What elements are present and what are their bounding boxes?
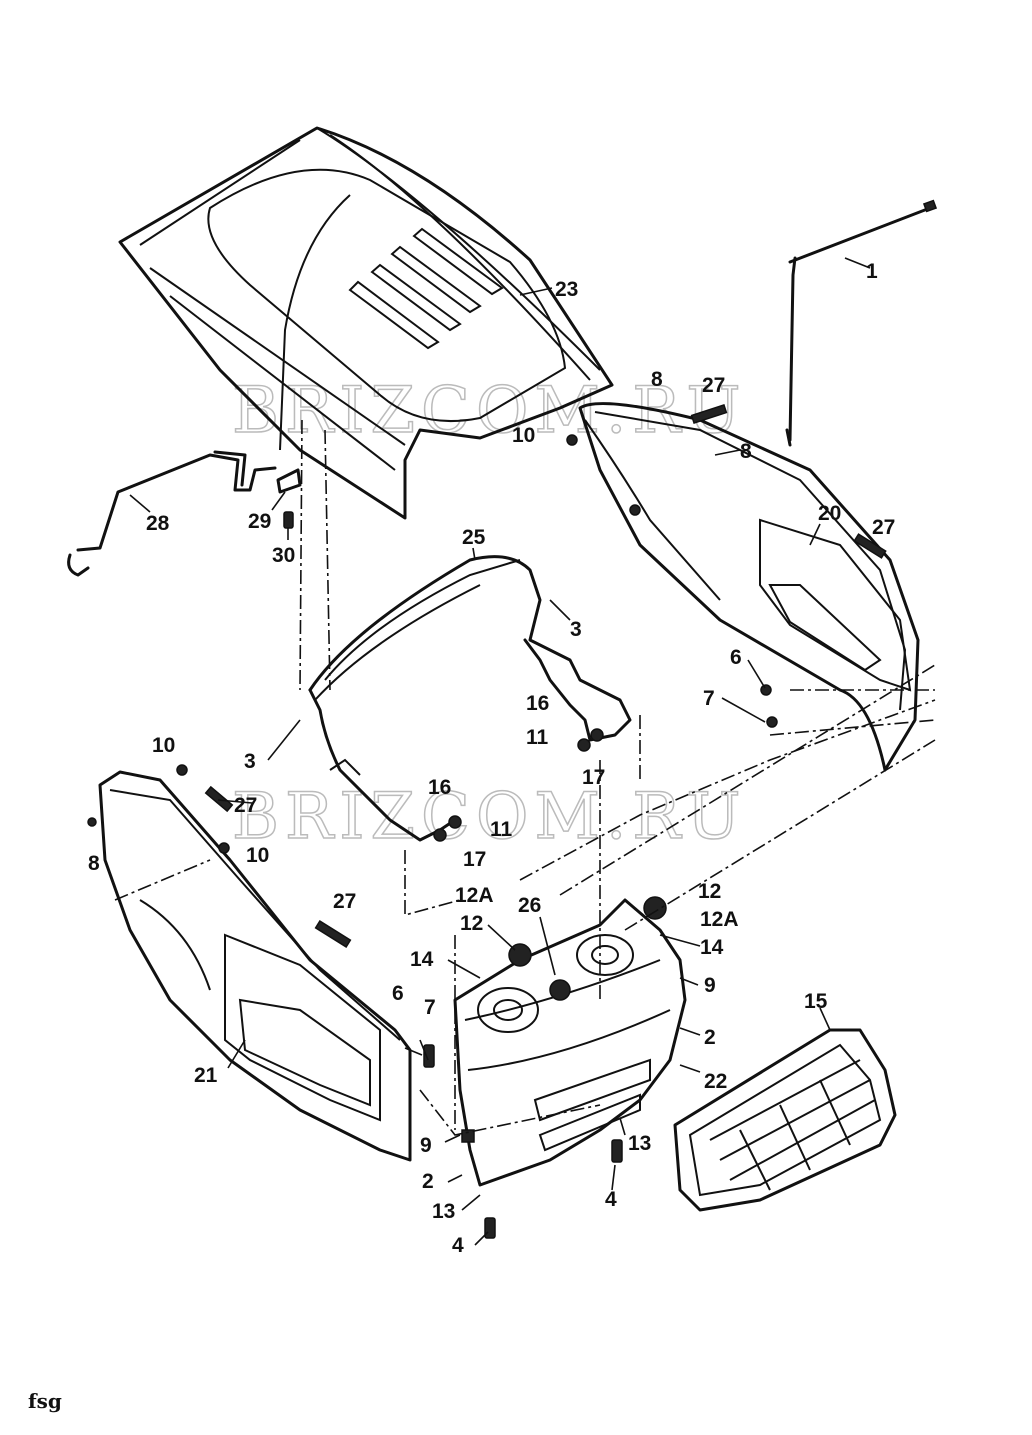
callout-17-bottom: 17 <box>463 848 486 871</box>
callout-12-left: 12 <box>460 912 483 935</box>
callout-3-left: 3 <box>244 750 256 773</box>
callout-27-right: 27 <box>872 516 895 539</box>
callout-16-bottom: 16 <box>428 776 451 799</box>
nut-part-12-right <box>643 896 667 920</box>
callout-1: 1 <box>866 260 878 283</box>
watermark-bottom: BRIZCOM.RU <box>232 780 746 854</box>
footer-code: fsg <box>28 1389 62 1413</box>
latch-part-29 <box>276 468 302 494</box>
assembly-lines <box>114 419 936 1136</box>
callout-23: 23 <box>555 278 578 301</box>
callout-10-lower: 10 <box>246 844 269 867</box>
callout-11-top: 11 <box>526 726 549 749</box>
callout-8-top: 8 <box>651 368 663 391</box>
callout-13-left: 13 <box>432 1200 455 1223</box>
callout-27-bottom: 27 <box>333 890 356 913</box>
callout-12A-right: 12A <box>700 908 739 931</box>
callout-16-top: 16 <box>526 692 549 715</box>
callout-22: 22 <box>704 1070 727 1093</box>
hood-part-23 <box>118 126 614 520</box>
callout-4-right: 4 <box>605 1188 617 1211</box>
callout-6-left: 6 <box>392 982 404 1005</box>
callout-13-right: 13 <box>628 1132 651 1155</box>
screw-part-30 <box>283 511 294 529</box>
callout-10-top: 10 <box>512 424 535 447</box>
callout-29: 29 <box>248 510 271 533</box>
callout-14-left: 14 <box>410 948 434 971</box>
callout-27-left: 27 <box>234 794 257 817</box>
callout-2-left: 2 <box>422 1170 434 1193</box>
nut-part-26 <box>549 979 571 1001</box>
callout-28: 28 <box>146 512 170 535</box>
callout-8-mid: 8 <box>740 440 752 463</box>
callout-26: 26 <box>518 894 541 917</box>
callout-27-top: 27 <box>702 374 725 397</box>
leader-lines <box>129 257 871 1246</box>
grille-part-15 <box>673 1028 897 1212</box>
frame-part-25 <box>308 555 632 842</box>
callout-12-right: 12 <box>698 880 721 903</box>
callout-6-right: 6 <box>730 646 742 669</box>
callout-20: 20 <box>818 502 841 525</box>
callout-labels: 1 23 8 27 10 8 28 29 30 25 20 27 3 6 7 1… <box>88 260 895 1257</box>
left-side-panel-part-21 <box>98 770 412 1162</box>
callout-4-left: 4 <box>452 1234 464 1257</box>
callout-11-bottom: 11 <box>490 818 513 841</box>
callout-25: 25 <box>462 526 486 549</box>
callout-10-left: 10 <box>152 734 175 757</box>
callout-2-right: 2 <box>704 1026 716 1049</box>
callout-7-left: 7 <box>424 996 436 1019</box>
callout-12A-left: 12A <box>455 884 494 907</box>
callout-9-left: 9 <box>420 1134 432 1157</box>
callout-7-right: 7 <box>703 687 715 710</box>
callout-14-right: 14 <box>700 936 724 959</box>
callout-9-right: 9 <box>704 974 716 997</box>
callout-8-left: 8 <box>88 852 100 875</box>
callout-3-top: 3 <box>570 618 582 641</box>
callout-30: 30 <box>272 544 295 567</box>
hood-vent-slots <box>348 227 504 350</box>
right-side-panel-part-20 <box>578 402 920 772</box>
callout-21: 21 <box>194 1064 218 1087</box>
callout-15: 15 <box>804 990 828 1013</box>
hardware-small-parts <box>87 403 887 1239</box>
watermark-top: BRIZCOM.RU <box>232 374 746 448</box>
hood-rod-part-1 <box>785 199 938 447</box>
callout-17-top: 17 <box>582 766 605 789</box>
cable-part-28 <box>67 450 277 577</box>
